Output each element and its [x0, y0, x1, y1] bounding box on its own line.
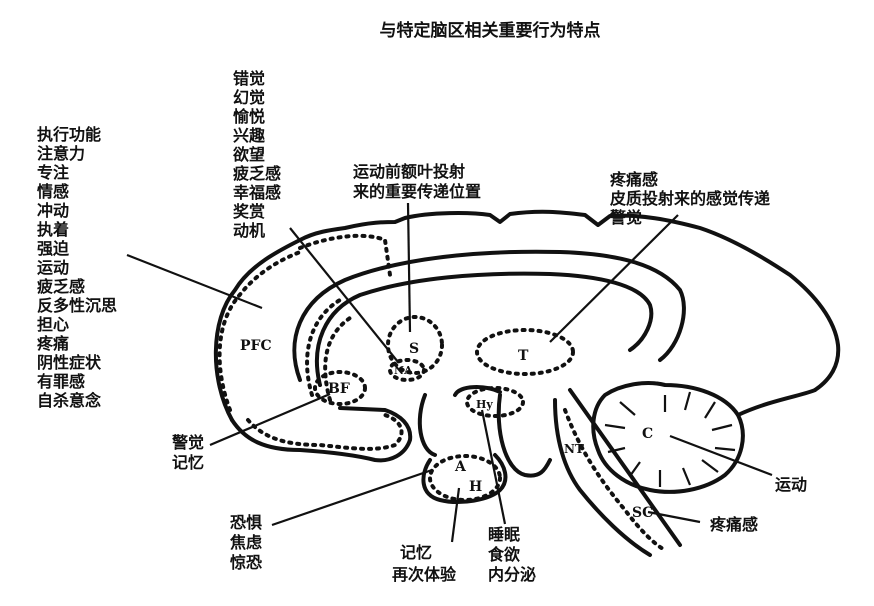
annotation-pfc-item: 疲乏感	[37, 277, 85, 296]
annotation-h-item: 再次体验	[392, 565, 457, 584]
s-leader	[406, 202, 412, 333]
label-pfc: PFC	[240, 338, 272, 354]
annotation-pfc-item: 注意力	[37, 144, 85, 163]
annotation-pfc-item: 冲动	[37, 201, 69, 220]
pfc-boundary-upper	[298, 233, 392, 277]
annotation-na-item: 动机	[233, 221, 265, 240]
annotation-h-item: 记忆	[400, 543, 432, 562]
annotation-s-item: 运动前额叶投射	[353, 162, 465, 181]
cerebellum-folds	[604, 391, 736, 487]
occipital-outline	[736, 388, 817, 417]
annotation-na-item: 奖赏	[233, 202, 265, 221]
annotation-na-item: 错觉	[233, 69, 265, 88]
annotation-pfc-item: 有罪感	[37, 372, 85, 391]
annotation-t-item: 疼痛感	[610, 170, 658, 189]
corpus-callosum-inner	[314, 271, 654, 387]
annotation-s-item: 来的重要传递位置	[352, 182, 481, 201]
cerebellum	[591, 381, 745, 494]
annotation-pfc-item: 专注	[37, 163, 69, 182]
temporal-outline-right	[453, 385, 552, 478]
pfc-leader	[126, 253, 263, 310]
c-leader	[669, 434, 773, 477]
h-leader	[450, 487, 461, 543]
label-c: C	[642, 426, 653, 442]
annotation-pfc-item: 强迫	[37, 239, 70, 258]
label-na: NA	[394, 364, 413, 377]
na-leader	[289, 227, 399, 363]
annotation-na-item: 愉悦	[232, 107, 265, 126]
annotation-na-item: 幻觉	[233, 88, 265, 107]
annotation-pfc-item: 运动	[37, 258, 69, 277]
label-nt: NT	[564, 442, 584, 456]
annotation-t-item: 警觉	[609, 208, 642, 227]
annotation-pfc-item: 担心	[37, 315, 69, 334]
diagram-title: 与特定脑区相关重要行为特点	[380, 20, 601, 41]
t-leader	[549, 214, 679, 343]
annotation-hy-item: 睡眠	[488, 525, 520, 544]
hy-region	[465, 386, 525, 418]
label-bf: BF	[328, 381, 350, 397]
cingulate-boundary	[305, 298, 342, 397]
label-t: T	[518, 348, 529, 364]
label-a: A	[454, 459, 467, 475]
annotation-lists: 执行功能注意力专注情感冲动执着强迫运动疲乏感反多性沉思担心疼痛阴性症状有罪感自杀…	[37, 69, 807, 584]
cortex-outline	[213, 209, 841, 422]
nt-sc-pathway	[563, 408, 667, 552]
label-hy: Hy	[476, 398, 493, 411]
pfc-boundary	[217, 250, 302, 412]
temporal-outline-left	[417, 393, 437, 457]
annotation-pfc-item: 自杀意念	[37, 391, 102, 410]
orbital-outline	[230, 406, 413, 463]
annotation-hy-item: 食欲	[487, 545, 520, 564]
temporal-lobe-outline	[421, 453, 508, 504]
bf-leader	[209, 392, 331, 447]
s-region	[386, 315, 444, 375]
hy-leader	[480, 409, 507, 525]
sc-leader	[647, 510, 701, 524]
annotation-a-item: 焦虑	[229, 533, 262, 552]
a-h-region	[428, 454, 502, 502]
annotation-a-item: 惊恐	[230, 553, 262, 572]
annotation-na-item: 疲乏感	[233, 164, 281, 183]
na-region	[388, 358, 426, 382]
brainstem	[553, 398, 652, 557]
bf-region	[313, 370, 367, 406]
orbital-boundary	[246, 413, 404, 451]
annotation-bf-item: 记忆	[172, 453, 204, 472]
annotation-na-item: 兴趣	[233, 126, 266, 145]
corpus-callosum	[292, 249, 686, 382]
label-sc: SC	[632, 505, 653, 521]
annotation-hy-item: 内分泌	[488, 565, 536, 584]
brainstem-edge	[568, 388, 682, 547]
annotation-bf-item: 警觉	[171, 433, 204, 452]
annotation-pfc-item: 执着	[37, 220, 69, 239]
label-s: S	[409, 341, 419, 357]
annotation-pfc-item: 反多性沉思	[37, 296, 117, 315]
annotation-pfc-item: 情感	[37, 182, 69, 201]
annotation-a-item: 恐惧	[230, 513, 262, 532]
annotation-pfc-item: 阴性症状	[37, 353, 102, 372]
t-region	[475, 328, 575, 376]
annotation-sc-item: 疼痛感	[710, 515, 758, 534]
annotation-pfc-item: 疼痛	[37, 334, 69, 353]
annotation-na-item: 欲望	[232, 145, 265, 164]
annotation-t-item: 皮质投射来的感觉传递	[609, 189, 770, 208]
cingulate-boundary-inner	[323, 316, 352, 402]
a-leader	[271, 468, 433, 527]
annotation-pfc-item: 执行功能	[37, 125, 101, 144]
label-h: H	[469, 479, 482, 495]
annotation-na-item: 幸福感	[233, 183, 281, 202]
annotation-c-item: 运动	[775, 475, 807, 494]
